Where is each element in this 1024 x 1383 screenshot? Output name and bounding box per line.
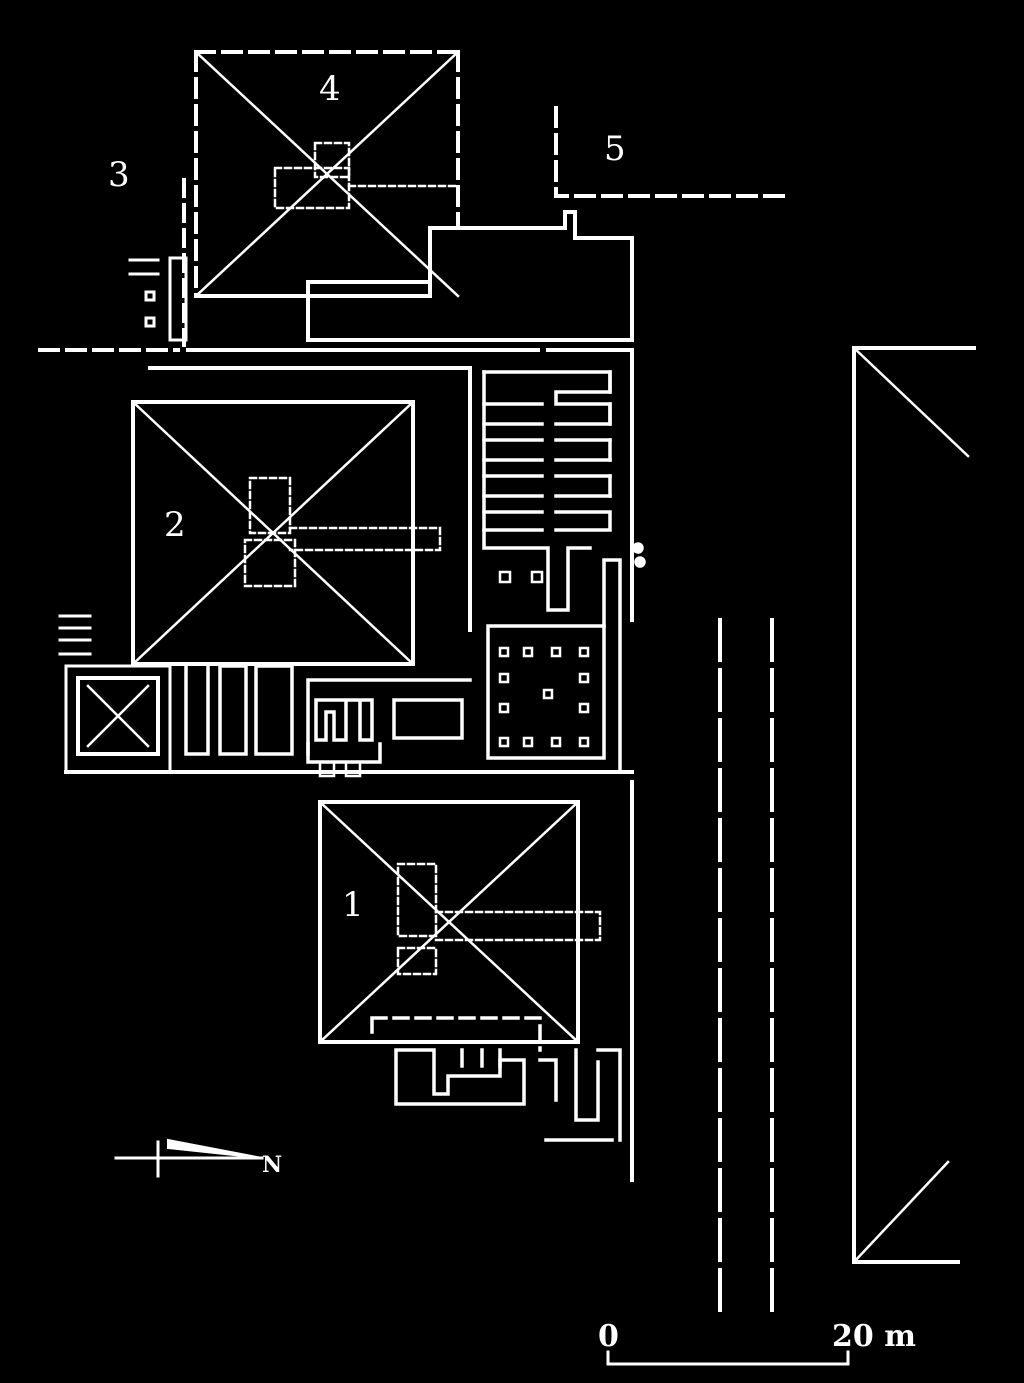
temple-2-court (486, 542, 646, 772)
label-3: 3 (108, 155, 130, 195)
scale-start-label: 0 (598, 1319, 619, 1354)
enclosure-2 (64, 350, 634, 774)
causeway (630, 618, 774, 1322)
satellite-pyramid (58, 614, 172, 774)
temple-1 (370, 1016, 622, 1142)
annex-3 (128, 256, 188, 342)
enclosure-5 (554, 106, 792, 198)
north-arrow-icon (114, 1138, 264, 1178)
pyramid-2 (131, 400, 442, 666)
temple-2-rooms (184, 664, 472, 778)
pyramid-1-chambers (396, 862, 602, 976)
scale-end-label: 20 m (832, 1319, 916, 1354)
pyramid-4 (194, 50, 460, 298)
label-1: 1 (342, 885, 364, 925)
label-2: 2 (164, 505, 186, 545)
scale-bar (606, 1350, 850, 1366)
label-5: 5 (604, 129, 626, 169)
pyramid-1 (318, 800, 602, 1044)
north-label: N (262, 1152, 282, 1178)
pyramid-large-partial (852, 346, 976, 1264)
pyramid-4-chambers (273, 141, 460, 210)
temple-2-magazines (482, 370, 612, 612)
label-4: 4 (319, 69, 341, 109)
temple-4 (306, 210, 634, 342)
pyramid-2-chambers (243, 476, 442, 588)
